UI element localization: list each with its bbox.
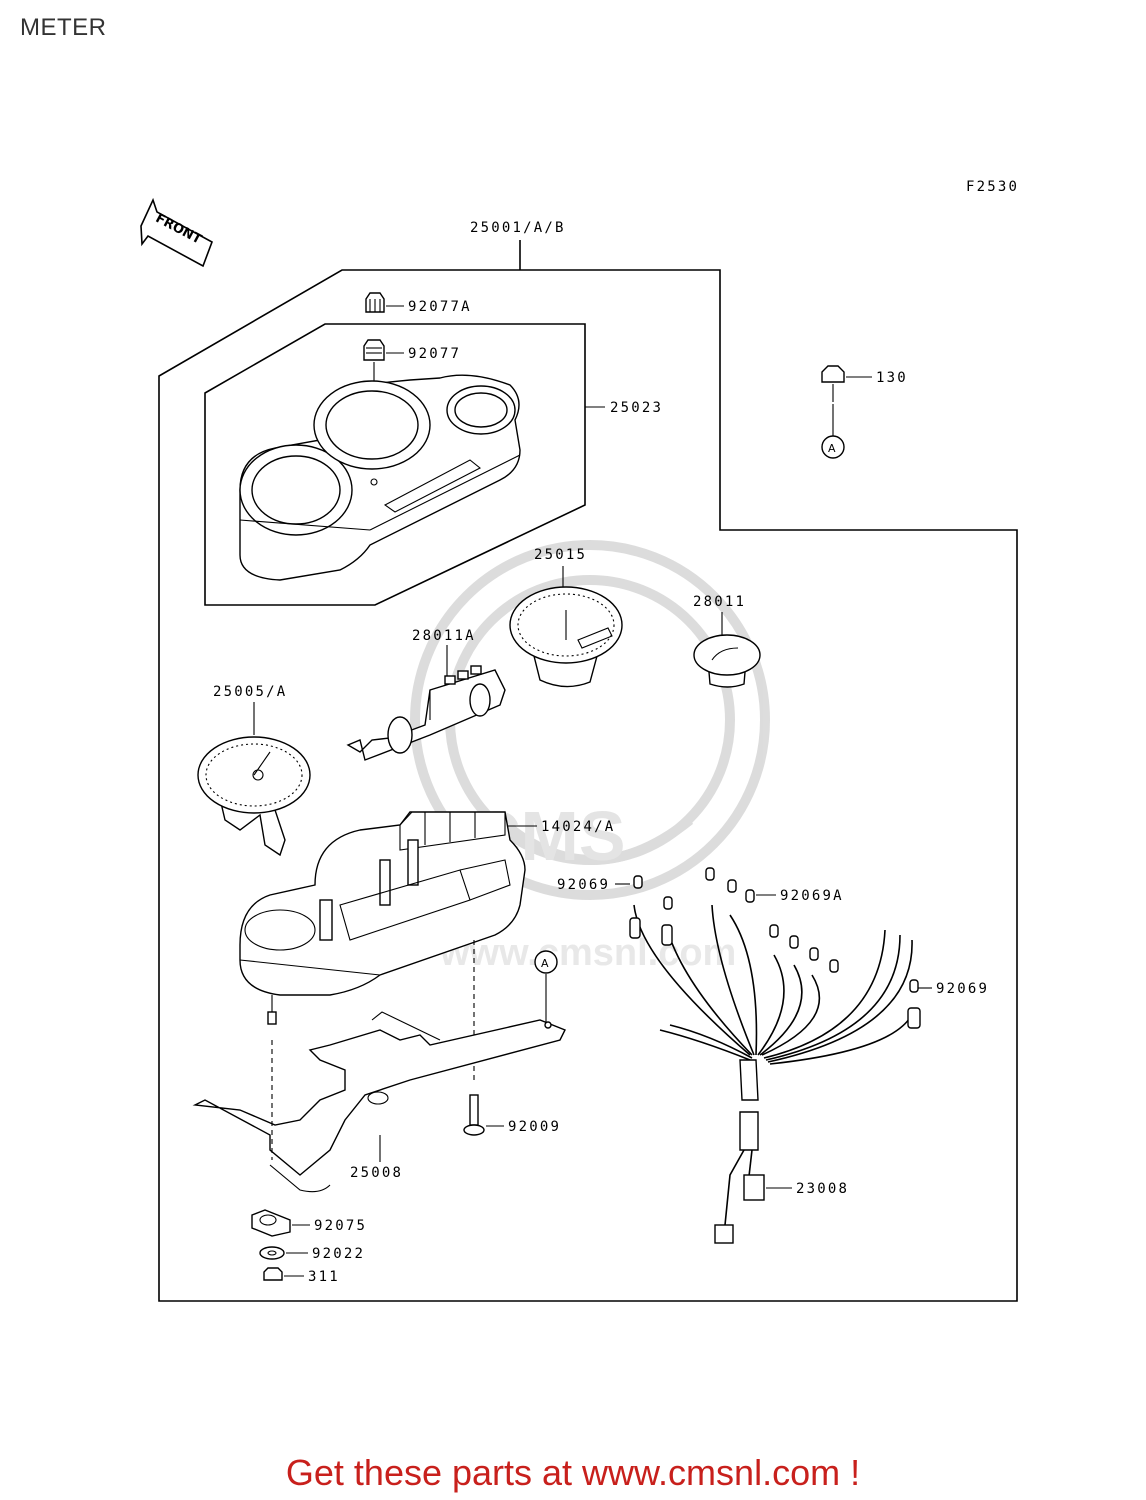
part-92075-damper	[251, 1209, 310, 1237]
label-92022: 92022	[312, 1246, 365, 1262]
part-92077a	[365, 292, 404, 313]
label-23008: 23008	[796, 1181, 849, 1197]
label-92077a: 92077A	[408, 299, 472, 315]
label-92069-right: 92069	[936, 981, 989, 997]
label-25001: 25001/A/B	[470, 220, 566, 236]
svg-text:www.cmsnl.com: www.cmsnl.com	[439, 932, 736, 974]
part-92022-washer	[259, 1246, 308, 1260]
part-25023-meter-cover	[239, 374, 521, 581]
label-25023: 25023	[610, 400, 663, 416]
part-23008-wire-harness	[629, 904, 921, 1244]
part-25005a-speedometer	[197, 736, 311, 857]
part-130-bolt: A	[821, 365, 872, 459]
part-92069-bulbs	[633, 867, 919, 993]
svg-text:A: A	[828, 442, 836, 455]
label-25015: 25015	[534, 547, 587, 563]
footer-link[interactable]: Get these parts at www.cmsnl.com !	[285, 1452, 861, 1493]
label-14024a: 14024/A	[541, 819, 615, 835]
label-92009: 92009	[508, 1119, 561, 1135]
part-311-nut	[263, 1267, 304, 1281]
ref-marker-a-top	[821, 435, 845, 459]
part-28011-fuel-gauge	[693, 634, 761, 688]
label-28011: 28011	[693, 594, 746, 610]
ref-marker-a-bottom: A	[534, 950, 558, 1025]
front-arrow-icon: FRONT	[140, 197, 213, 268]
label-311: 311	[308, 1269, 340, 1285]
label-92077: 92077	[408, 346, 461, 362]
figure-code: F2530	[966, 179, 1019, 195]
assembly-border	[158, 269, 1018, 1302]
label-25008: 25008	[350, 1165, 403, 1181]
part-92009-screw	[463, 940, 504, 1136]
label-92069a: 92069A	[780, 888, 844, 904]
part-28011a-indicator	[346, 665, 506, 761]
svg-text:A: A	[541, 957, 549, 970]
cover-group-border	[204, 323, 586, 606]
page-title: METER	[20, 14, 107, 41]
label-92075: 92075	[314, 1218, 367, 1234]
part-14024a-meter-case	[239, 811, 526, 1025]
label-130: 130	[876, 370, 908, 386]
part-25008-bracket	[192, 1011, 566, 1193]
label-28011a: 28011A	[412, 628, 476, 644]
label-92069-left: 92069	[557, 877, 610, 893]
parts-diagram: CMS www.cmsnl.com F2530 FRONT 25001/A/B …	[140, 179, 1019, 1302]
label-25005a: 25005/A	[213, 684, 287, 700]
part-25015-tachometer	[509, 586, 623, 688]
